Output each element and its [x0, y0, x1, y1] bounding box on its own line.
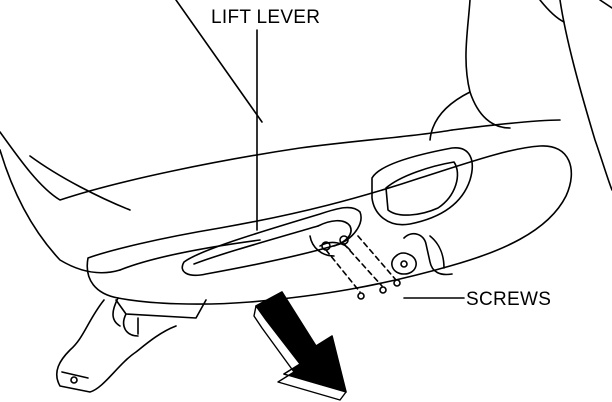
lift-lever-label: LIFT LEVER [211, 7, 321, 28]
seat-back [175, 0, 612, 191]
screws [321, 235, 401, 300]
arrow-down-right-icon [253, 291, 347, 401]
seat-rail [55, 299, 207, 393]
seat-rear-bracket [391, 232, 453, 276]
screws-label: SCREWS [466, 289, 552, 310]
leader-lines [256, 29, 465, 299]
side-trim-cover [86, 145, 573, 327]
screw-1 [357, 292, 365, 300]
lift-lever [181, 206, 362, 277]
screw-3 [393, 279, 401, 287]
seat-cushion [0, 119, 561, 274]
screw-2 [379, 286, 387, 294]
